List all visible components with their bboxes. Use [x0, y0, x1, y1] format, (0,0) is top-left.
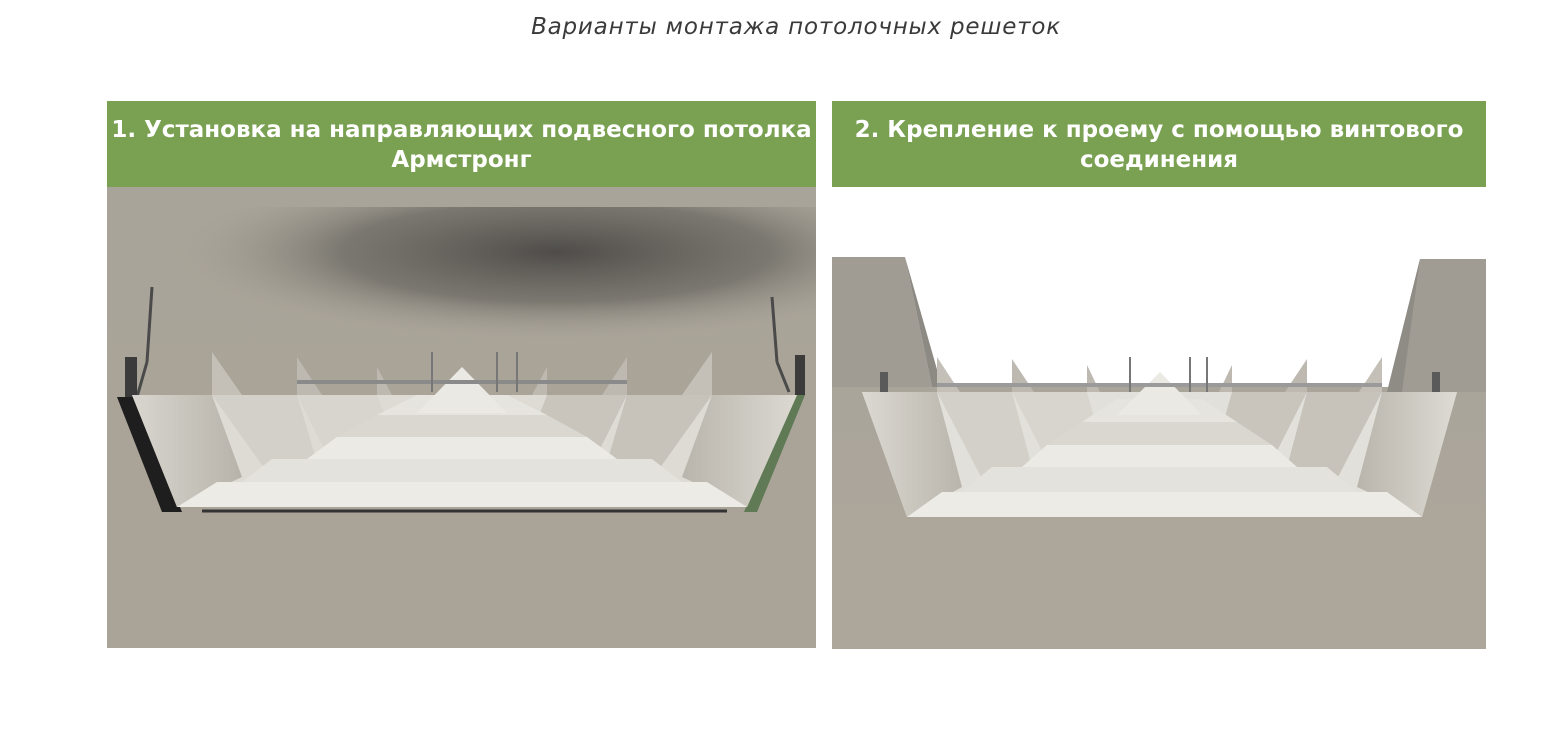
- panel-1-caption-header: 1. Установка на направляющих подвесного …: [107, 101, 816, 187]
- armstrong-mount-illustration: [107, 187, 816, 648]
- screw-mount-illustration: [832, 187, 1486, 649]
- panel-2-caption-header: 2. Крепление к проему с помощью винтовог…: [832, 101, 1486, 187]
- panel-1-caption: 1. Установка на направляющих подвесного …: [111, 117, 812, 173]
- panel-2-caption: 2. Крепление к проему с помощью винтовог…: [854, 117, 1464, 173]
- page-title: Варианты монтажа потолочных решеток: [531, 14, 1061, 40]
